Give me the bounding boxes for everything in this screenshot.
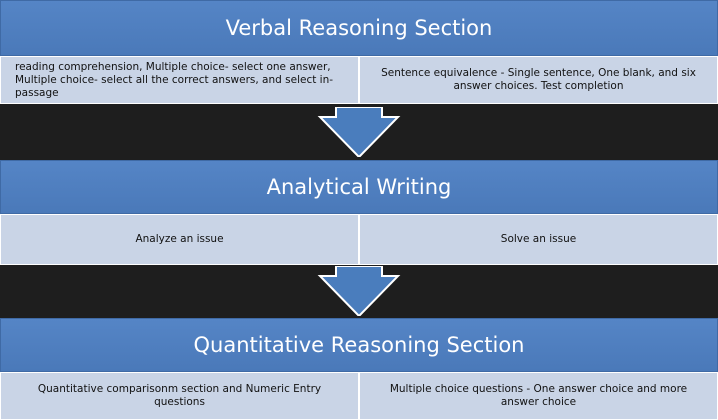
verbal-reasoning-items: reading comprehension, Multiple choice- … bbox=[0, 56, 718, 104]
analytical-writing-header: Analytical Writing bbox=[0, 160, 718, 214]
item-cell: Analyze an issue bbox=[0, 214, 359, 265]
item-cell: Sentence equivalence - Single sentence, … bbox=[359, 56, 718, 104]
item-text: reading comprehension, Multiple choice- … bbox=[15, 61, 334, 99]
quantitative-reasoning-header: Quantitative Reasoning Section bbox=[0, 318, 718, 372]
item-text: Analyze an issue bbox=[135, 233, 224, 245]
item-text: Sentence equivalence - Single sentence, … bbox=[381, 67, 696, 92]
verbal-reasoning-header: Verbal Reasoning Section bbox=[0, 0, 718, 56]
item-cell: Solve an issue bbox=[359, 214, 718, 265]
quantitative-reasoning-items: Quantitative comparisonm section and Num… bbox=[0, 372, 718, 420]
item-text: Solve an issue bbox=[500, 233, 577, 245]
section-title: Analytical Writing bbox=[266, 175, 452, 199]
down-arrow-icon bbox=[317, 266, 401, 316]
section-title: Quantitative Reasoning Section bbox=[193, 333, 525, 357]
item-cell: Multiple choice questions - One answer c… bbox=[359, 372, 718, 420]
section-title: Verbal Reasoning Section bbox=[225, 16, 493, 40]
analytical-writing-items: Analyze an issue Solve an issue bbox=[0, 214, 718, 265]
item-cell: Quantitative comparisonm section and Num… bbox=[0, 372, 359, 420]
item-text: Multiple choice questions - One answer c… bbox=[389, 383, 688, 408]
item-text: Quantitative comparisonm section and Num… bbox=[37, 383, 322, 408]
down-arrow-icon bbox=[317, 107, 401, 157]
item-cell: reading comprehension, Multiple choice- … bbox=[0, 56, 359, 104]
